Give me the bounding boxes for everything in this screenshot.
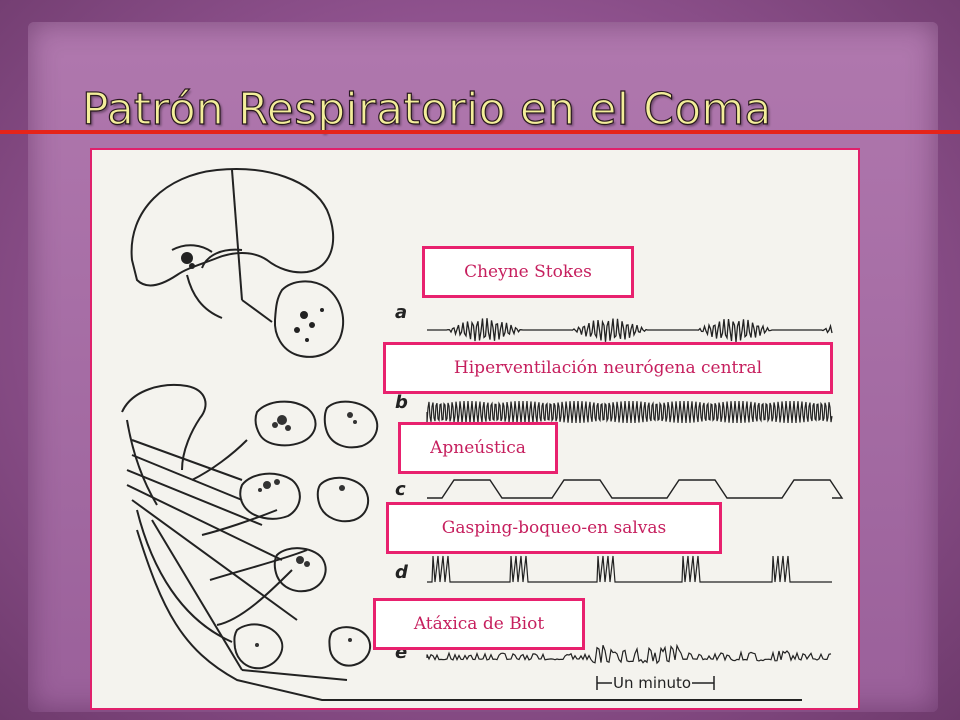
label-gasping: Gasping-boqueo-en salvas <box>386 502 722 554</box>
section-shading <box>255 412 357 647</box>
figure-drawing: a b c d e Un minuto <box>121 168 844 701</box>
time-scale-label: Un minuto <box>613 674 691 692</box>
trace-letter-a: a <box>395 302 407 323</box>
trace-letter-c: c <box>395 479 406 500</box>
trace-letter-d: d <box>395 562 409 583</box>
brain-shading <box>181 252 324 342</box>
trace-ataxica <box>426 643 832 665</box>
trace-cheyne-stokes <box>427 318 833 343</box>
brain-sagittal-icon <box>130 168 345 358</box>
trace-gasping <box>427 555 832 583</box>
brainstem-sections-icon <box>121 384 802 701</box>
label-cheyne-stokes: Cheyne Stokes <box>422 246 634 298</box>
label-apneustica: Apneústica <box>398 422 558 474</box>
trace-letter-b: b <box>395 392 408 413</box>
trace-apneustica <box>427 479 844 499</box>
trace-hiperventilacion <box>426 400 833 424</box>
title-underline <box>0 130 960 134</box>
label-ataxica: Atáxica de Biot <box>373 598 585 650</box>
label-hiperventilacion: Hiperventilación neurógena central <box>383 342 833 394</box>
slide-title: Patrón Respiratorio en el Coma <box>81 83 772 135</box>
time-scale-bar <box>596 676 715 690</box>
